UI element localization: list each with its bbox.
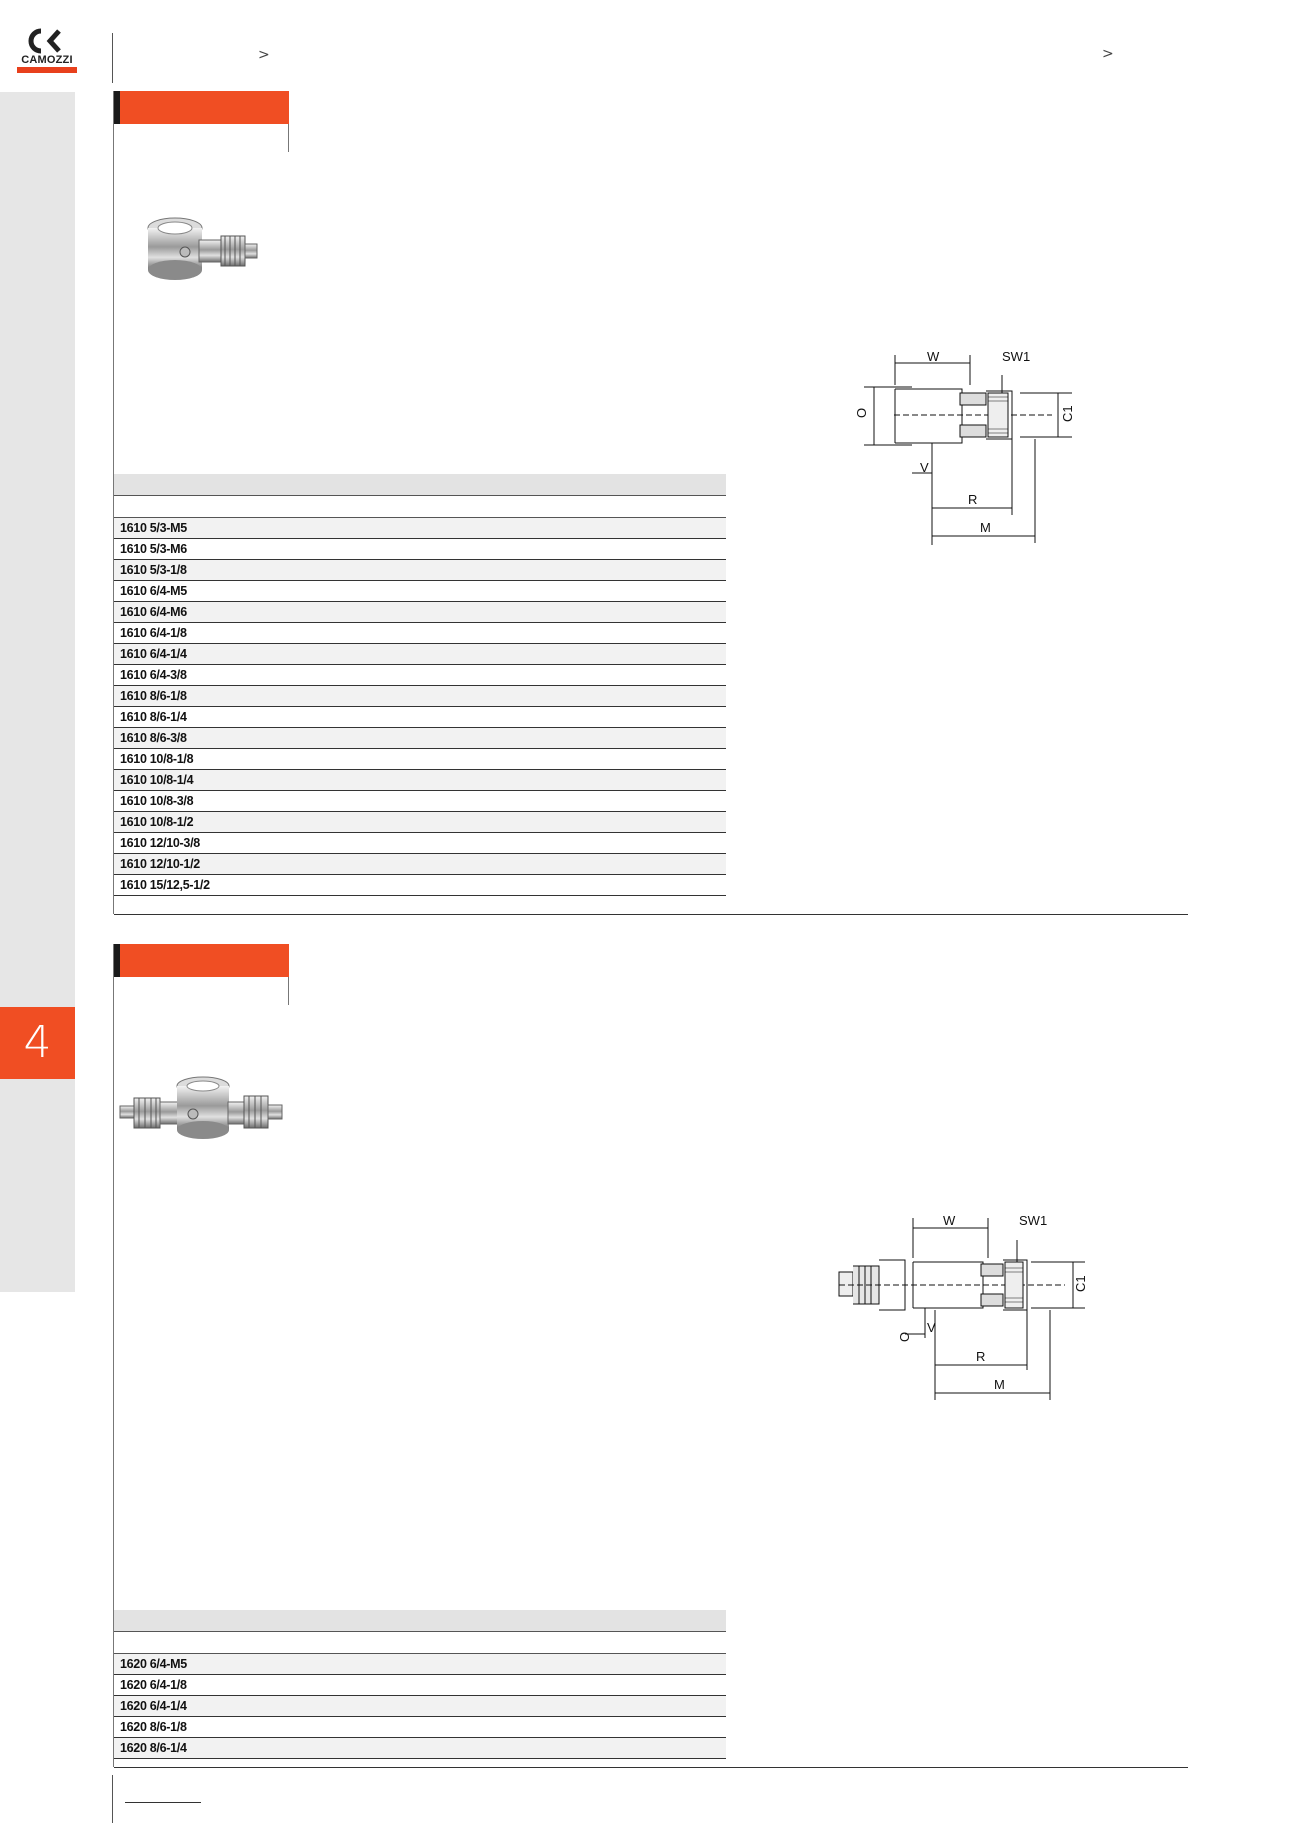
section2-label-r: R	[976, 1349, 985, 1364]
section1-product-image	[147, 217, 258, 280]
section1-label-c1: C1	[1060, 405, 1075, 422]
brand-bar	[17, 67, 77, 73]
section1-label-sw1: SW1	[1002, 349, 1030, 364]
section1-table-row: 1610 6/4-1/8	[114, 623, 726, 644]
section1-header-stripe	[113, 91, 120, 124]
section1-table-row: 1610 6/4-1/4	[114, 644, 726, 665]
section2-table-row: 1620 6/4-1/8	[114, 1675, 726, 1696]
section1-label-o: O	[854, 408, 869, 418]
section2-label-w: W	[943, 1213, 956, 1228]
section1-header-bar	[113, 91, 289, 124]
section2-table-header	[114, 1610, 726, 1632]
section1-label-m: M	[980, 520, 991, 535]
footer-divider	[112, 1775, 113, 1823]
chapter-tab[interactable]: 4	[0, 1007, 75, 1079]
section1-table-row: 1610 10/8-3/8	[114, 791, 726, 812]
section1-table-row: 1610 6/4-M5	[114, 581, 726, 602]
section1-table-row: 1610 10/8-1/4	[114, 770, 726, 791]
section1-table-row: 1610 10/8-1/2	[114, 812, 726, 833]
section1-table-row: 1610 8/6-1/8	[114, 686, 726, 707]
section1-label-v: V	[920, 460, 929, 475]
section2-header-frame	[288, 977, 289, 1005]
section1-header-frame	[288, 124, 289, 152]
section2-label-v: V	[927, 1320, 936, 1335]
section1-table-row: 1610 5/3-1/8	[114, 560, 726, 581]
section2-left-rule	[113, 944, 114, 1767]
section1-left-rule	[113, 91, 114, 914]
section1-table-header	[114, 474, 726, 496]
section2-label-sw1: SW1	[1019, 1213, 1047, 1228]
section1-dimension-drawing: W SW1 O C1 V R M	[854, 349, 1075, 545]
section2-label-c1: C1	[1073, 1275, 1088, 1292]
section1-table-row: 1610 5/3-M5	[114, 518, 726, 539]
section2-end-rule	[114, 1767, 1188, 1768]
section1-table-row: 1610 8/6-3/8	[114, 728, 726, 749]
section2-header-bar	[113, 944, 289, 977]
section1-table-row: 1610 6/4-M6	[114, 602, 726, 623]
section1-table-row: 1610 6/4-3/8	[114, 665, 726, 686]
section1-table-row: 1610 12/10-1/2	[114, 854, 726, 875]
section1-table-row: 1610 12/10-3/8	[114, 833, 726, 854]
section2-table-row: 1620 6/4-1/4	[114, 1696, 726, 1717]
breadcrumb-chevron-right: >	[1102, 46, 1114, 62]
section1-table-row: 1610 8/6-1/4	[114, 707, 726, 728]
section1-table-row: 1610 15/12,5-1/2	[114, 875, 726, 896]
section1-label-r: R	[968, 492, 977, 507]
section2-product-image	[119, 1076, 283, 1139]
footer-line	[125, 1802, 201, 1803]
section1-label-w: W	[927, 349, 940, 364]
header-divider	[112, 33, 113, 83]
section1-table-row: 1610 5/3-M6	[114, 539, 726, 560]
section1-table-subheader	[114, 496, 726, 518]
section1-end-rule	[114, 914, 1188, 915]
section2-table-row: 1620 6/4-M5	[114, 1654, 726, 1675]
section2-label-o: O	[897, 1332, 912, 1342]
section2-table-row: 1620 8/6-1/8	[114, 1717, 726, 1738]
section2-header-stripe	[113, 944, 120, 977]
section2-label-m: M	[994, 1377, 1005, 1392]
section2-dimension-drawing: W SW1 O C1 V R M	[838, 1213, 1088, 1400]
brand-mark-icon	[28, 28, 61, 54]
brand-logo: CAMOZZI	[17, 28, 77, 74]
brand-name: CAMOZZI	[21, 54, 73, 66]
section2-table-subheader	[114, 1632, 726, 1654]
section1-table-row: 1610 10/8-1/8	[114, 749, 726, 770]
section2-table-row: 1620 8/6-1/4	[114, 1738, 726, 1759]
chapter-sidebar	[0, 92, 75, 1292]
breadcrumb-chevron-left: >	[258, 47, 270, 63]
